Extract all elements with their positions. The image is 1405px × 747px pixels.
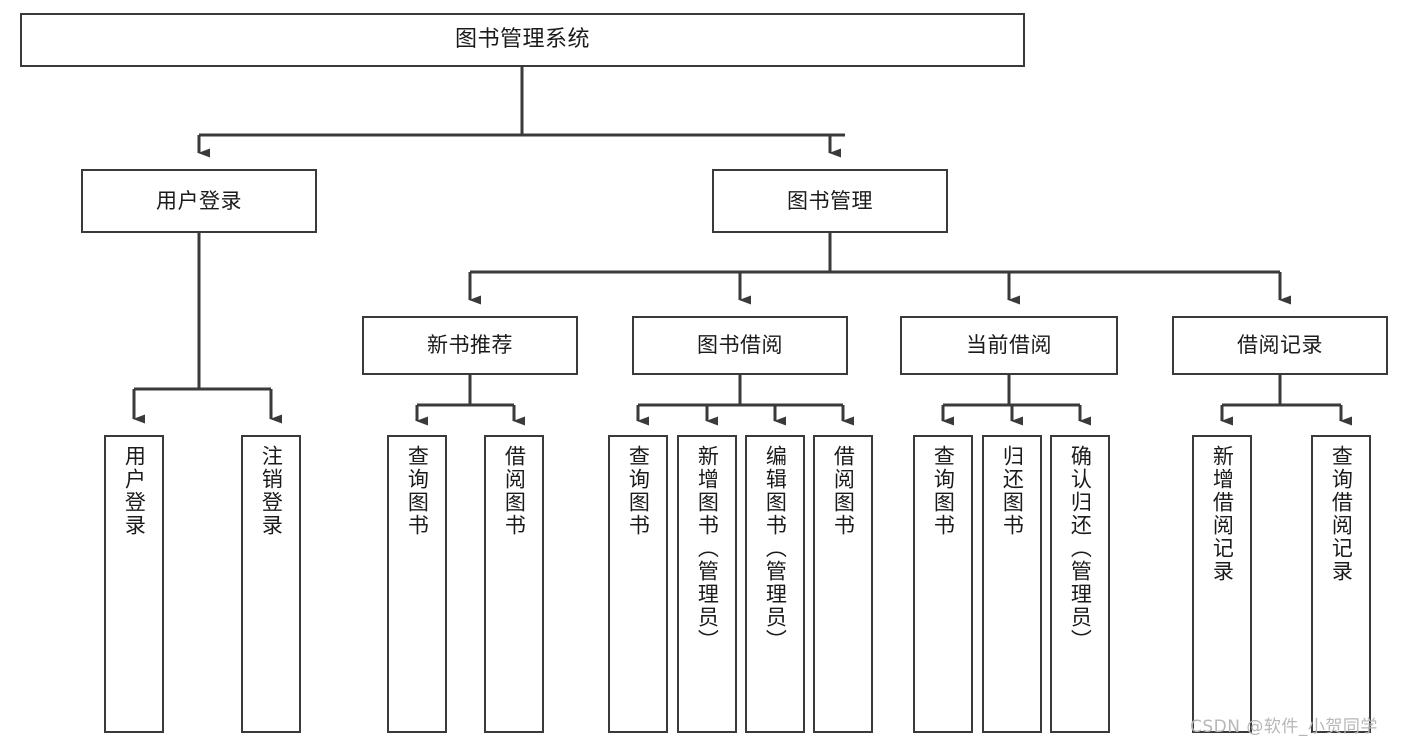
node-label: 编辑图书（管理员） (763, 445, 788, 652)
node-label: 图书管理系统 (454, 27, 590, 53)
leaf-query-borrow-record[interactable]: 查询借阅记录 (1311, 435, 1371, 733)
node-label: 借阅记录 (1237, 333, 1323, 358)
leaf-borrow-book-bb[interactable]: 借阅图书 (813, 435, 873, 733)
node-label: 新增借阅记录 (1210, 445, 1235, 583)
node-label: 图书借阅 (697, 333, 783, 358)
leaf-query-book-bb[interactable]: 查询图书 (608, 435, 668, 733)
node-label: 查询图书 (405, 445, 430, 537)
node-label: 新书推荐 (427, 333, 513, 358)
node-label: 归还图书 (1000, 445, 1025, 537)
node-root-system[interactable]: 图书管理系统 (20, 13, 1025, 67)
node-label: 确认归还（管理员） (1068, 445, 1093, 652)
leaf-user-login[interactable]: 用户登录 (104, 435, 164, 733)
node-book-management[interactable]: 图书管理 (712, 169, 948, 233)
node-label: 当前借阅 (966, 333, 1052, 358)
node-label: 查询借阅记录 (1329, 445, 1354, 583)
node-label: 图书管理 (787, 188, 873, 213)
node-label: 查询图书 (626, 445, 651, 537)
leaf-add-borrow-record[interactable]: 新增借阅记录 (1192, 435, 1252, 733)
leaf-edit-book-admin[interactable]: 编辑图书（管理员） (745, 435, 805, 733)
node-new-book-recommend[interactable]: 新书推荐 (362, 316, 578, 375)
leaf-logout[interactable]: 注销登录 (241, 435, 301, 733)
node-label: 查询图书 (931, 445, 956, 537)
leaf-borrow-book-nb[interactable]: 借阅图书 (484, 435, 544, 733)
csdn-watermark: CSDN @软件_小贺同学 (1190, 717, 1378, 737)
node-label: 用户登录 (156, 188, 242, 213)
node-label: 注销登录 (259, 445, 284, 537)
node-user-login[interactable]: 用户登录 (81, 169, 317, 233)
node-label: 新增图书（管理员） (695, 445, 720, 652)
node-label: 用户登录 (122, 445, 147, 537)
leaf-query-book-cb[interactable]: 查询图书 (913, 435, 973, 733)
node-current-borrow[interactable]: 当前借阅 (900, 316, 1118, 375)
leaf-query-book-nb[interactable]: 查询图书 (387, 435, 447, 733)
node-label: 借阅图书 (502, 445, 527, 537)
node-borrow-record[interactable]: 借阅记录 (1172, 316, 1388, 375)
leaf-confirm-return-admin[interactable]: 确认归还（管理员） (1050, 435, 1110, 733)
node-book-borrow[interactable]: 图书借阅 (632, 316, 848, 375)
node-label: 借阅图书 (831, 445, 856, 537)
leaf-return-book[interactable]: 归还图书 (982, 435, 1042, 733)
leaf-add-book-admin[interactable]: 新增图书（管理员） (677, 435, 737, 733)
